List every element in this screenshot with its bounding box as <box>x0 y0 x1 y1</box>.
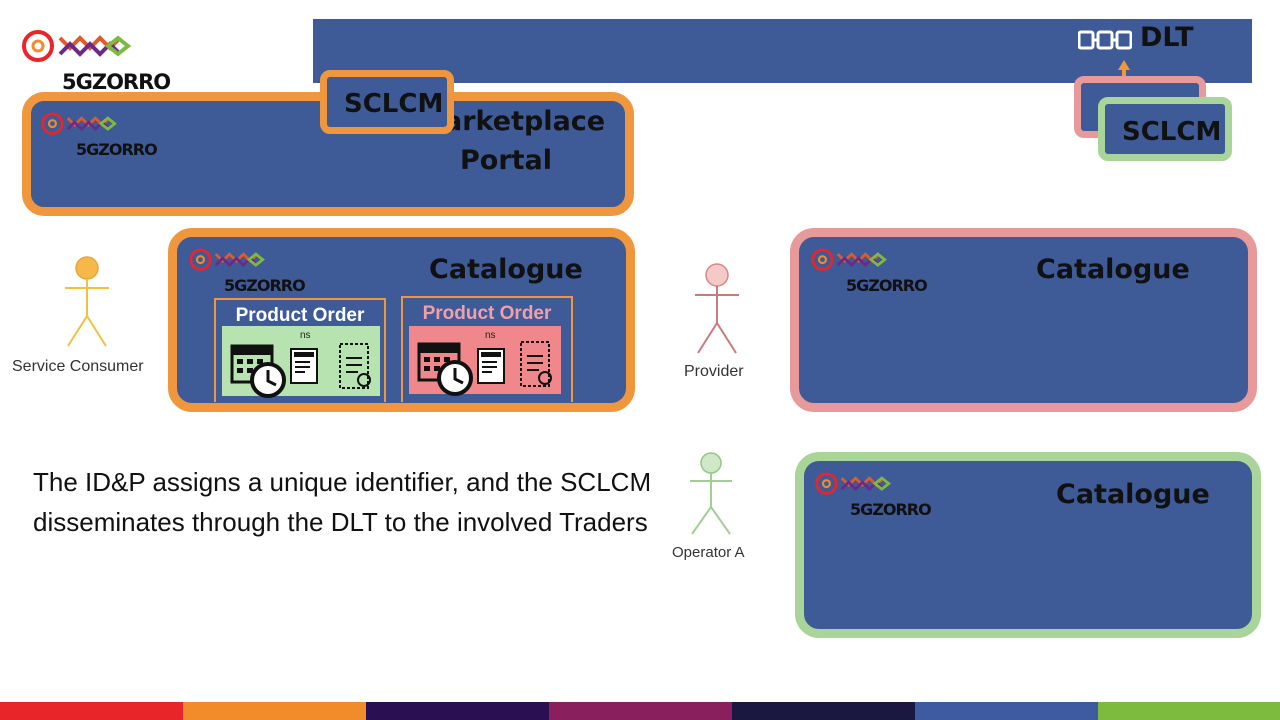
marketplace-logo: 5GZORRO <box>40 108 158 160</box>
provider-person-icon <box>692 263 742 362</box>
footer-stripe-6 <box>915 702 1098 720</box>
sla-document-icon <box>334 340 374 397</box>
calendar-clock-icon <box>230 340 292 403</box>
slide-caption: The ID&P assigns a unique identifier, an… <box>33 467 652 537</box>
service-consumer-label: Service Consumer <box>12 358 144 375</box>
footer-stripe-3 <box>366 702 549 720</box>
catalogue-title: Catalogue <box>429 254 583 285</box>
offer-document-icon <box>290 348 318 389</box>
dlt-bar <box>313 19 1252 83</box>
brand-logo-text: 5GZORRO <box>846 276 928 295</box>
product-order-title: Product Order <box>235 305 365 326</box>
sclcm-label: SCLCM <box>344 89 444 119</box>
product-order-card-red: Product Order ns <box>401 296 573 402</box>
dlt-arrow-icon <box>1117 60 1131 83</box>
brand-logo-icon <box>815 472 891 495</box>
dlt-label: DLT <box>1140 22 1194 53</box>
product-order-title: Product Order <box>422 303 552 324</box>
footer-stripe-5 <box>732 702 915 720</box>
catalogue-box-provider <box>790 228 1257 412</box>
brand-logo-text: 5GZORRO <box>76 140 158 159</box>
sclcm-badge-operator <box>1098 97 1232 161</box>
footer-stripe-1 <box>0 702 183 720</box>
service-consumer-person-icon <box>62 256 112 355</box>
offer-document-icon <box>477 348 505 389</box>
brand-logo-icon <box>22 30 132 62</box>
catalogue-title: Catalogue <box>1056 479 1210 510</box>
operator-label: Operator A <box>672 544 745 561</box>
catalogue-logo: 5GZORRO <box>814 468 932 520</box>
catalogue-logo: 5GZORRO <box>810 244 928 296</box>
brand-logo-text: 5GZORRO <box>224 276 306 295</box>
brand-logo-text: 5GZORRO <box>850 500 932 519</box>
marketplace-title-line2: Portal <box>460 145 553 176</box>
brand-logo: 5GZORRO <box>20 26 171 96</box>
calendar-clock-icon <box>417 338 479 401</box>
operator-person-icon <box>686 452 736 543</box>
sla-document-icon <box>515 338 555 395</box>
brand-logo-icon <box>41 112 117 135</box>
brand-logo-icon <box>189 248 265 271</box>
sclcm-label: SCLCM <box>1122 117 1222 147</box>
catalogue-logo: 5GZORRO <box>188 244 306 296</box>
product-order-card-green: Product Order ns <box>214 298 386 402</box>
ns-label: ns <box>300 330 311 341</box>
marketplace-title-line1: arketplace <box>444 106 606 137</box>
sclcm-badge-consumer <box>320 70 454 134</box>
blockchain-chain-icon <box>1077 30 1133 55</box>
brand-logo-icon <box>811 248 887 271</box>
catalogue-title: Catalogue <box>1036 254 1190 285</box>
footer-stripe-7 <box>1098 702 1280 720</box>
provider-label: Provider <box>684 363 744 380</box>
ns-label: ns <box>485 330 496 341</box>
footer-stripe-2 <box>183 702 366 720</box>
footer-stripe-4 <box>549 702 732 720</box>
brand-logo-text: 5GZORRO <box>62 70 171 94</box>
